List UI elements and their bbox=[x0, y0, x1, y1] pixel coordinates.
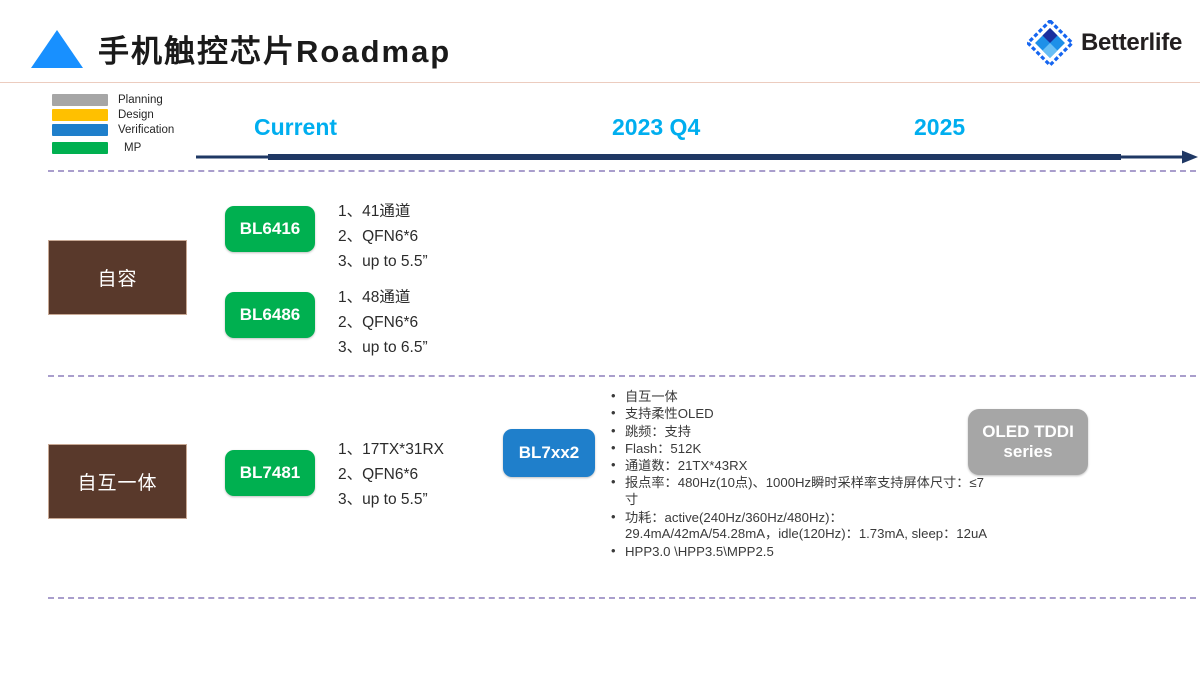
bullet-item: 跳频：支持 bbox=[609, 423, 989, 441]
status-legend: Planning Design Verification MP bbox=[52, 92, 174, 155]
bullet-spec-list-bl7xx2: 自互一体 支持柔性OLED 跳频：支持 Flash：512K 通道数：21TX*… bbox=[609, 388, 989, 561]
product-chip-bl7xx2[interactable]: BL7xx2 bbox=[503, 429, 595, 477]
spec-item: 3、up to 5.5” bbox=[338, 253, 428, 270]
spec-item: 1、41通道 bbox=[338, 203, 411, 220]
spec-item: 2、QFN6*6 bbox=[338, 466, 419, 483]
bullet-item: Flash：512K bbox=[609, 440, 989, 458]
spec-list-bl7481: 1、17TX*31RX 2、QFN6*6 3、up to 5.5” bbox=[338, 437, 444, 512]
legend-swatch-planning bbox=[52, 93, 108, 106]
separator-bottom bbox=[48, 597, 1196, 599]
product-chip-bl6486[interactable]: BL6486 bbox=[225, 292, 315, 338]
spec-list-bl6486: 1、48通道 2、QFN6*6 3、up to 6.5” bbox=[338, 285, 428, 360]
legend-item-planning: Planning bbox=[52, 92, 174, 107]
timeline-label-2025: 2025 bbox=[914, 114, 966, 140]
legend-item-design: Design bbox=[52, 107, 174, 122]
legend-swatch-mp bbox=[52, 141, 108, 154]
bullet-item: HPP3.0 \HPP3.5\MPP2.5 bbox=[609, 543, 989, 561]
bullet-item: 通道数：21TX*43RX bbox=[609, 457, 989, 475]
brand-logo: Betterlife bbox=[1026, 20, 1182, 66]
product-chip-line2: series bbox=[1003, 442, 1053, 461]
spec-item: 1、17TX*31RX bbox=[338, 441, 444, 458]
product-chip-bl6416[interactable]: BL6416 bbox=[225, 206, 315, 252]
spec-item: 2、QFN6*6 bbox=[338, 314, 419, 331]
bullet-item: 自互一体 bbox=[609, 388, 989, 406]
triangle-bullet-icon bbox=[31, 30, 83, 68]
product-chip-line1: OLED TDDI bbox=[982, 422, 1074, 442]
product-chip-bl7481[interactable]: BL7481 bbox=[225, 450, 315, 496]
spec-list-bl6416: 1、41通道 2、QFN6*6 3、up to 5.5” bbox=[338, 199, 428, 274]
spec-item: 2、QFN6*6 bbox=[338, 228, 419, 245]
legend-swatch-design bbox=[52, 108, 108, 121]
bullet-item: 功耗：active(240Hz/360Hz/480Hz)：29.4mA/42mA… bbox=[609, 509, 989, 544]
spec-item: 3、up to 5.5” bbox=[338, 491, 428, 508]
diamond-logo-icon bbox=[1026, 20, 1073, 66]
page-header: 手机触控芯片Roadmap Betterlife bbox=[0, 0, 1200, 83]
legend-item-mp: MP bbox=[52, 140, 174, 155]
timeline-label-2023q4: 2023 Q4 bbox=[612, 114, 701, 140]
timeline-axis bbox=[196, 150, 1198, 164]
legend-swatch-verification bbox=[52, 123, 108, 136]
legend-label-mp: MP bbox=[124, 141, 142, 154]
page-title: 手机触控芯片Roadmap bbox=[98, 34, 452, 69]
category-box-self-mutual: 自互一体 bbox=[48, 444, 187, 519]
spec-item: 3、up to 6.5” bbox=[338, 339, 428, 356]
legend-label-planning: Planning bbox=[118, 93, 163, 106]
header-divider bbox=[0, 82, 1200, 83]
brand-name: Betterlife bbox=[1080, 29, 1182, 56]
category-box-self-capacitance: 自容 bbox=[48, 240, 187, 315]
legend-item-verification: Verification bbox=[52, 122, 174, 137]
bullet-item: 支持柔性OLED bbox=[609, 405, 989, 423]
legend-label-verification: Verification bbox=[118, 123, 175, 136]
separator-middle bbox=[48, 375, 1196, 377]
legend-label-design: Design bbox=[118, 108, 154, 121]
timeline-label-current: Current bbox=[254, 114, 338, 140]
bullet-item: 报点率：480Hz(10点)、1000Hz瞬时采样率支持屏体尺寸：≤7寸 bbox=[609, 474, 989, 509]
separator-top bbox=[48, 170, 1196, 172]
spec-item: 1、48通道 bbox=[338, 289, 411, 306]
